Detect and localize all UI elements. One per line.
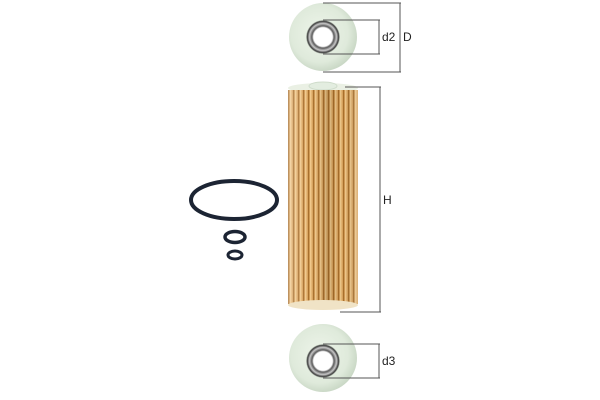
filter-bottom-rim [288,300,358,310]
dimension-H [340,86,381,313]
o-rings [189,179,279,261]
bottom-cap-hole [306,344,340,378]
label-D: D [403,30,412,44]
smallest-o-ring [226,249,244,261]
filter-element [288,81,358,310]
label-H: H [383,193,392,207]
dimension-D [323,2,401,73]
dimension-d2 [323,19,380,55]
dimension-d3 [323,343,380,379]
small-o-ring [223,229,247,245]
large-o-ring [189,179,279,221]
top-cap-hole [306,20,340,54]
label-d3: d3 [382,354,396,368]
filter-top-collar [308,81,338,91]
bottom-end-cap [289,324,357,392]
top-end-cap [289,3,357,71]
label-d2: d2 [382,30,396,44]
